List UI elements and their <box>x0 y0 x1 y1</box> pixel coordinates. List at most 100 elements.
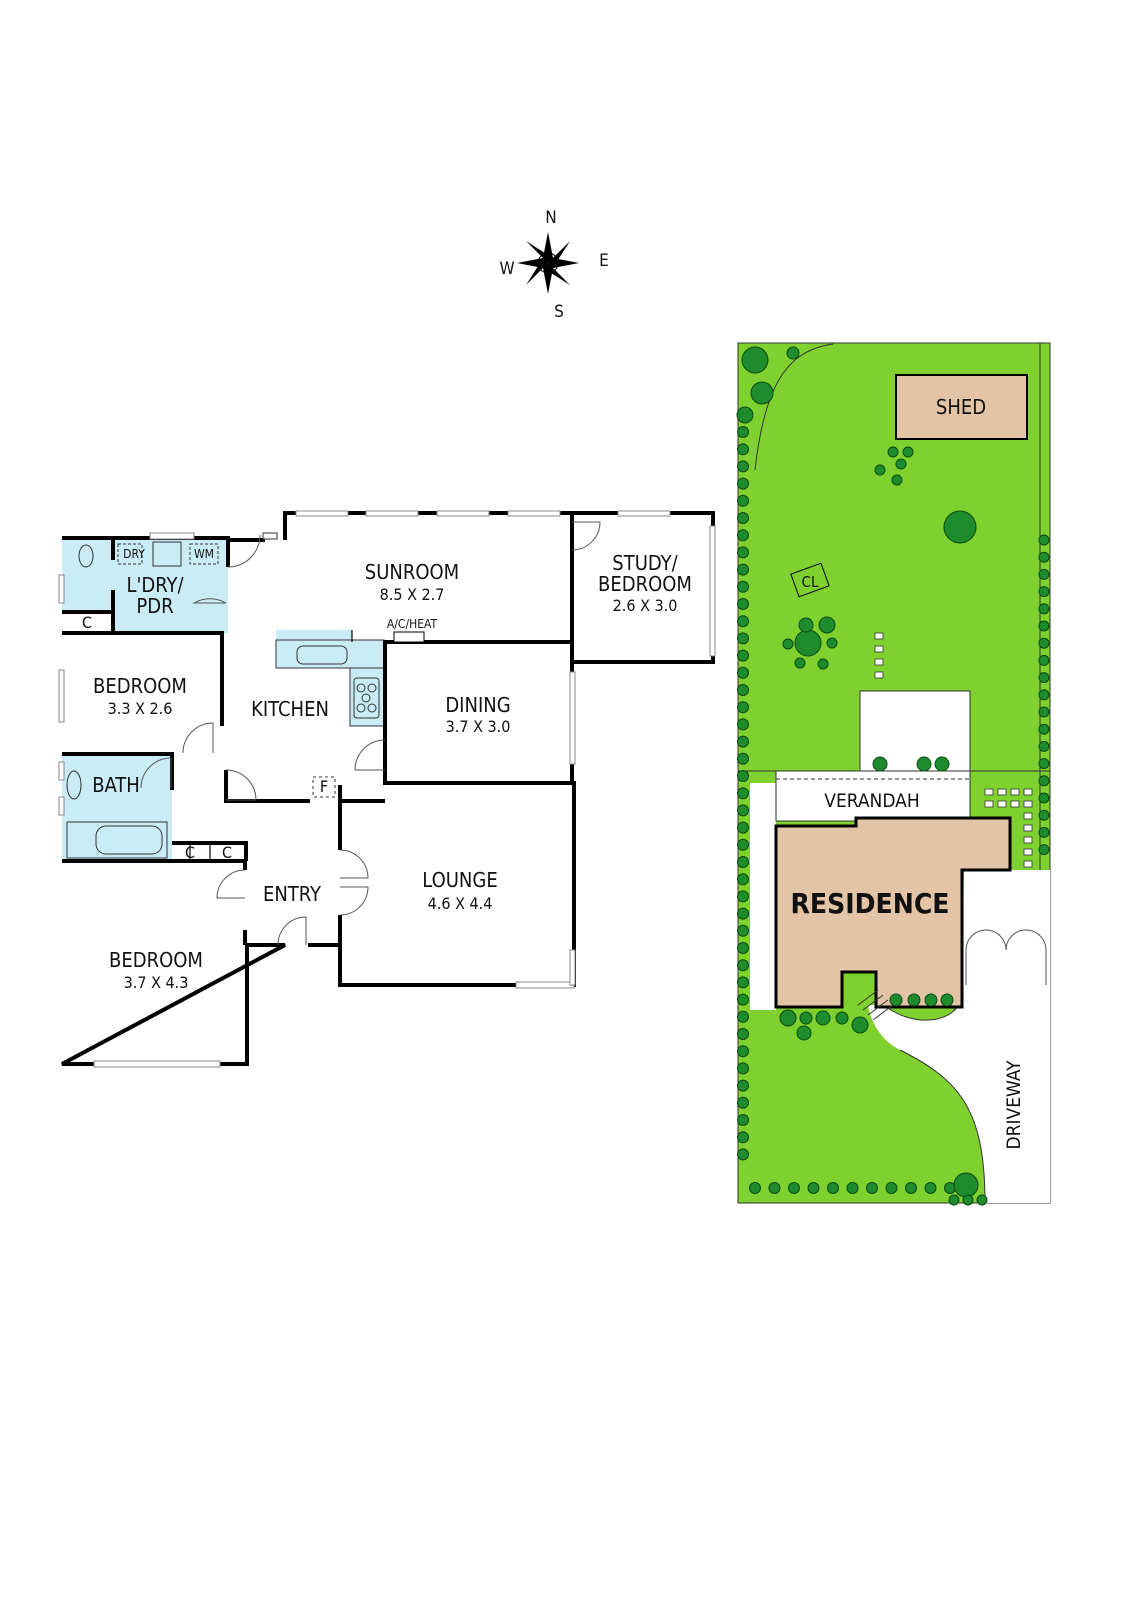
tree-icon <box>737 752 749 765</box>
room-dining-dims: 3.7 X 3.0 <box>446 717 511 736</box>
clothesline <box>790 562 830 598</box>
tree-icon <box>737 615 749 628</box>
compass-west: W <box>499 259 514 279</box>
tree-icon <box>741 346 769 374</box>
compass-east: E <box>599 251 609 271</box>
stepping-stones <box>874 632 1033 868</box>
tree-icon <box>786 346 800 360</box>
tree-icon <box>737 907 749 920</box>
tree-icon <box>962 1194 974 1206</box>
tree-icon <box>887 446 899 458</box>
paver <box>997 788 1007 796</box>
room-lounge-dims: 4.6 X 4.4 <box>428 894 493 913</box>
compass-north: N <box>545 208 556 228</box>
label-dryer: DRY <box>123 547 145 561</box>
tree-icon <box>737 1079 749 1092</box>
tree-icon <box>794 629 822 657</box>
windows <box>58 510 716 1068</box>
paver <box>984 800 994 808</box>
tree-icon <box>737 787 749 800</box>
tree-icon <box>768 1182 781 1194</box>
paver <box>1023 848 1033 856</box>
tree-icon <box>799 1011 813 1025</box>
tree-icon <box>798 617 814 633</box>
compass-rose: N S W E <box>499 208 608 322</box>
tree-icon <box>737 649 749 662</box>
tree-icon <box>737 1096 749 1109</box>
room-study-line2: BEDROOM <box>598 572 692 596</box>
tree-icon <box>895 458 907 470</box>
paver <box>874 645 884 653</box>
label-shed: SHED <box>936 395 986 419</box>
tree-icon <box>943 510 977 544</box>
tree-icon <box>924 993 938 1007</box>
tree-icon <box>1038 689 1050 701</box>
tree-icon <box>1038 809 1050 821</box>
tree-icon <box>902 446 914 458</box>
tree-icon <box>737 494 749 507</box>
tree-icon <box>737 1010 749 1023</box>
tree-icon <box>737 993 749 1006</box>
paver <box>874 632 884 640</box>
tree-icon <box>826 637 838 649</box>
label-washer: WM <box>194 547 214 561</box>
label-verandah: VERANDAH <box>824 790 919 812</box>
tree-icon <box>1038 586 1050 598</box>
tree-icon <box>907 993 921 1007</box>
tree-icon <box>737 718 749 731</box>
tree-icon <box>737 838 749 851</box>
trees <box>736 346 1050 1206</box>
tree-icon <box>1038 844 1050 856</box>
driveway <box>868 870 1050 1203</box>
paver <box>1010 788 1020 796</box>
tree-icon <box>817 658 829 670</box>
room-lounge-name: LOUNGE <box>422 868 497 892</box>
tree-icon <box>794 657 806 669</box>
tree-icon <box>737 701 749 714</box>
ac-heat-unit <box>393 631 425 643</box>
tree-icon <box>1038 620 1050 632</box>
tree-icon <box>737 959 749 972</box>
room-laundry-line2: PDR <box>136 594 173 618</box>
tree-icon <box>737 821 749 834</box>
tree-icon <box>737 1131 749 1144</box>
dryer-icon <box>117 543 143 565</box>
room-study-line1: STUDY/ <box>612 551 678 575</box>
paver <box>874 671 884 679</box>
tree-icon <box>827 1182 839 1194</box>
tree-icon <box>737 924 749 937</box>
label-closet-3: C <box>222 843 232 862</box>
tree-icon <box>953 1172 979 1198</box>
house-floor-plan: DRY WM L'DRY/ PDR C SUNROOM 8.5 X 2.7 A/… <box>58 510 716 1068</box>
tree-icon <box>782 638 794 650</box>
tree-icon <box>891 474 903 486</box>
tree-icon <box>934 756 950 772</box>
tree-icon <box>1038 792 1050 804</box>
paver <box>1023 860 1033 868</box>
tree-icon <box>788 1182 800 1194</box>
tree-icon <box>1038 637 1050 649</box>
label-residence: RESIDENCE <box>790 887 949 920</box>
toilet-icon <box>78 544 94 568</box>
tree-icon <box>835 1011 849 1025</box>
fridge-space <box>312 776 336 798</box>
tree-icon <box>737 529 749 542</box>
tree-icon <box>1038 723 1050 735</box>
label-closet: C <box>82 613 92 632</box>
label-ac-heat: A/C/HEAT <box>387 617 438 631</box>
room-entry-name: ENTRY <box>263 882 322 906</box>
tree-icon <box>737 684 749 696</box>
room-dining-name: DINING <box>445 693 510 717</box>
tree-icon <box>818 616 836 634</box>
tree-icon <box>737 770 749 782</box>
tree-icon <box>905 1182 917 1194</box>
tree-icon <box>1038 706 1050 718</box>
tree-icon <box>749 1182 761 1194</box>
washer-icon <box>189 543 219 565</box>
trough-icon <box>152 541 182 567</box>
bathtub-icon <box>66 821 168 859</box>
tree-icon <box>737 804 749 817</box>
tree-icon <box>737 666 749 679</box>
side-path <box>750 783 776 1010</box>
